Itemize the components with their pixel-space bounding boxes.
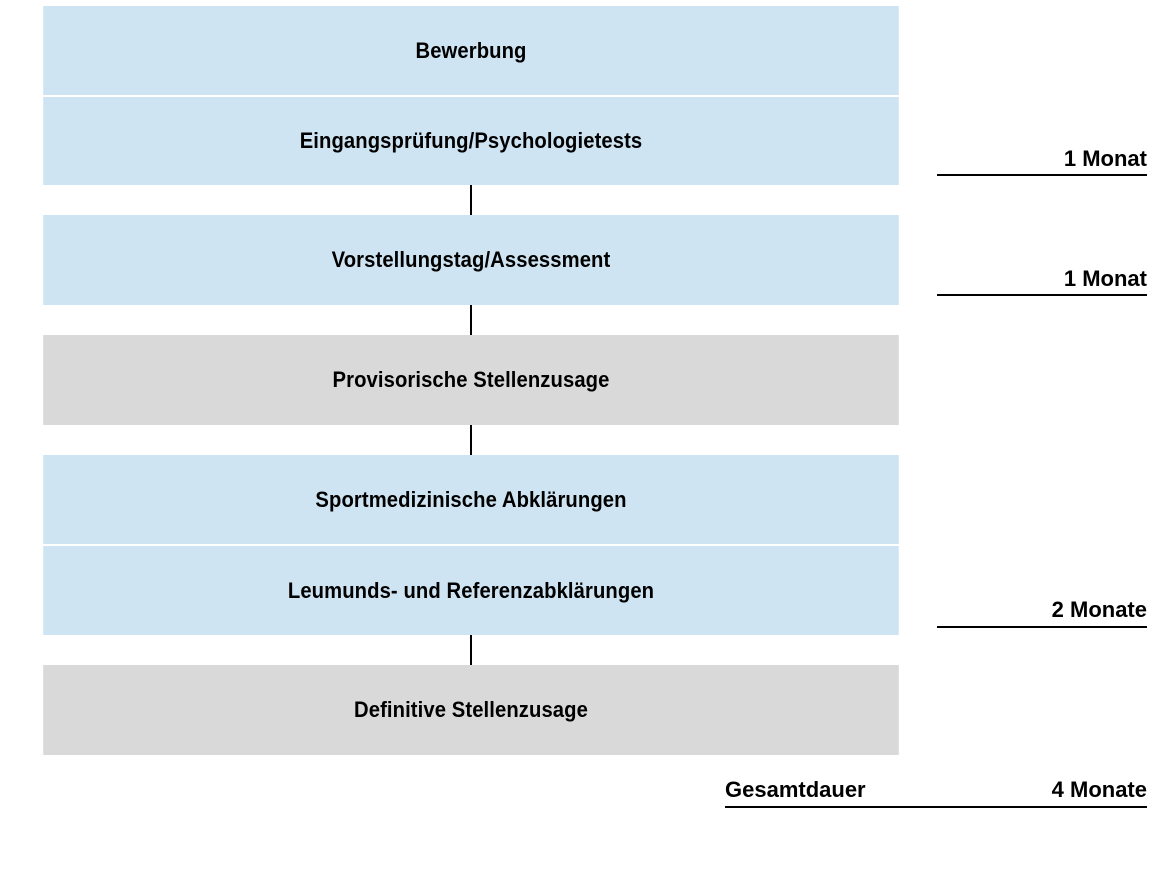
duration-underline (937, 294, 1147, 296)
step-provisorische-stellenzusage: Provisorische Stellenzusage (43, 335, 899, 425)
duration-underline (937, 626, 1147, 628)
step-label: Sportmedizinische Abklärungen (315, 486, 627, 512)
connector-line (470, 185, 472, 215)
duration-label: 1 Monat (1063, 146, 1147, 171)
total-duration-value: 4 Monate (1051, 777, 1147, 802)
duration-underline (937, 174, 1147, 176)
duration-label: 2 Monate (1051, 597, 1147, 622)
step-label: Leumunds- und Referenzabklärungen (287, 577, 655, 603)
total-duration-label: Gesamtdauer (725, 777, 866, 802)
step-label: Eingangsprüfung/Psychologietests (299, 128, 643, 153)
step-sportmedizinische-abklaerungen: Sportmedizinische Abklärungen (43, 455, 899, 544)
step-label: Bewerbung (415, 37, 527, 63)
connector-line (470, 425, 472, 455)
step-eingangspruefung: Eingangsprüfung/Psychologietests (43, 97, 899, 185)
total-underline (725, 806, 1147, 808)
step-label: Definitive Stellenzusage (354, 697, 588, 722)
step-definitive-stellenzusage: Definitive Stellenzusage (43, 665, 899, 755)
duration-label: 1 Monat (1063, 266, 1147, 291)
step-bewerbung: Bewerbung (43, 6, 899, 95)
connector-line (470, 635, 472, 665)
step-leumunds-referenzabklaerungen: Leumunds- und Referenzabklärungen (43, 546, 899, 635)
connector-line (470, 305, 472, 335)
step-vorstellungstag: Vorstellungstag/Assessment (43, 215, 899, 305)
step-label: Provisorische Stellenzusage (332, 367, 610, 392)
step-label: Vorstellungstag/Assessment (331, 247, 611, 272)
